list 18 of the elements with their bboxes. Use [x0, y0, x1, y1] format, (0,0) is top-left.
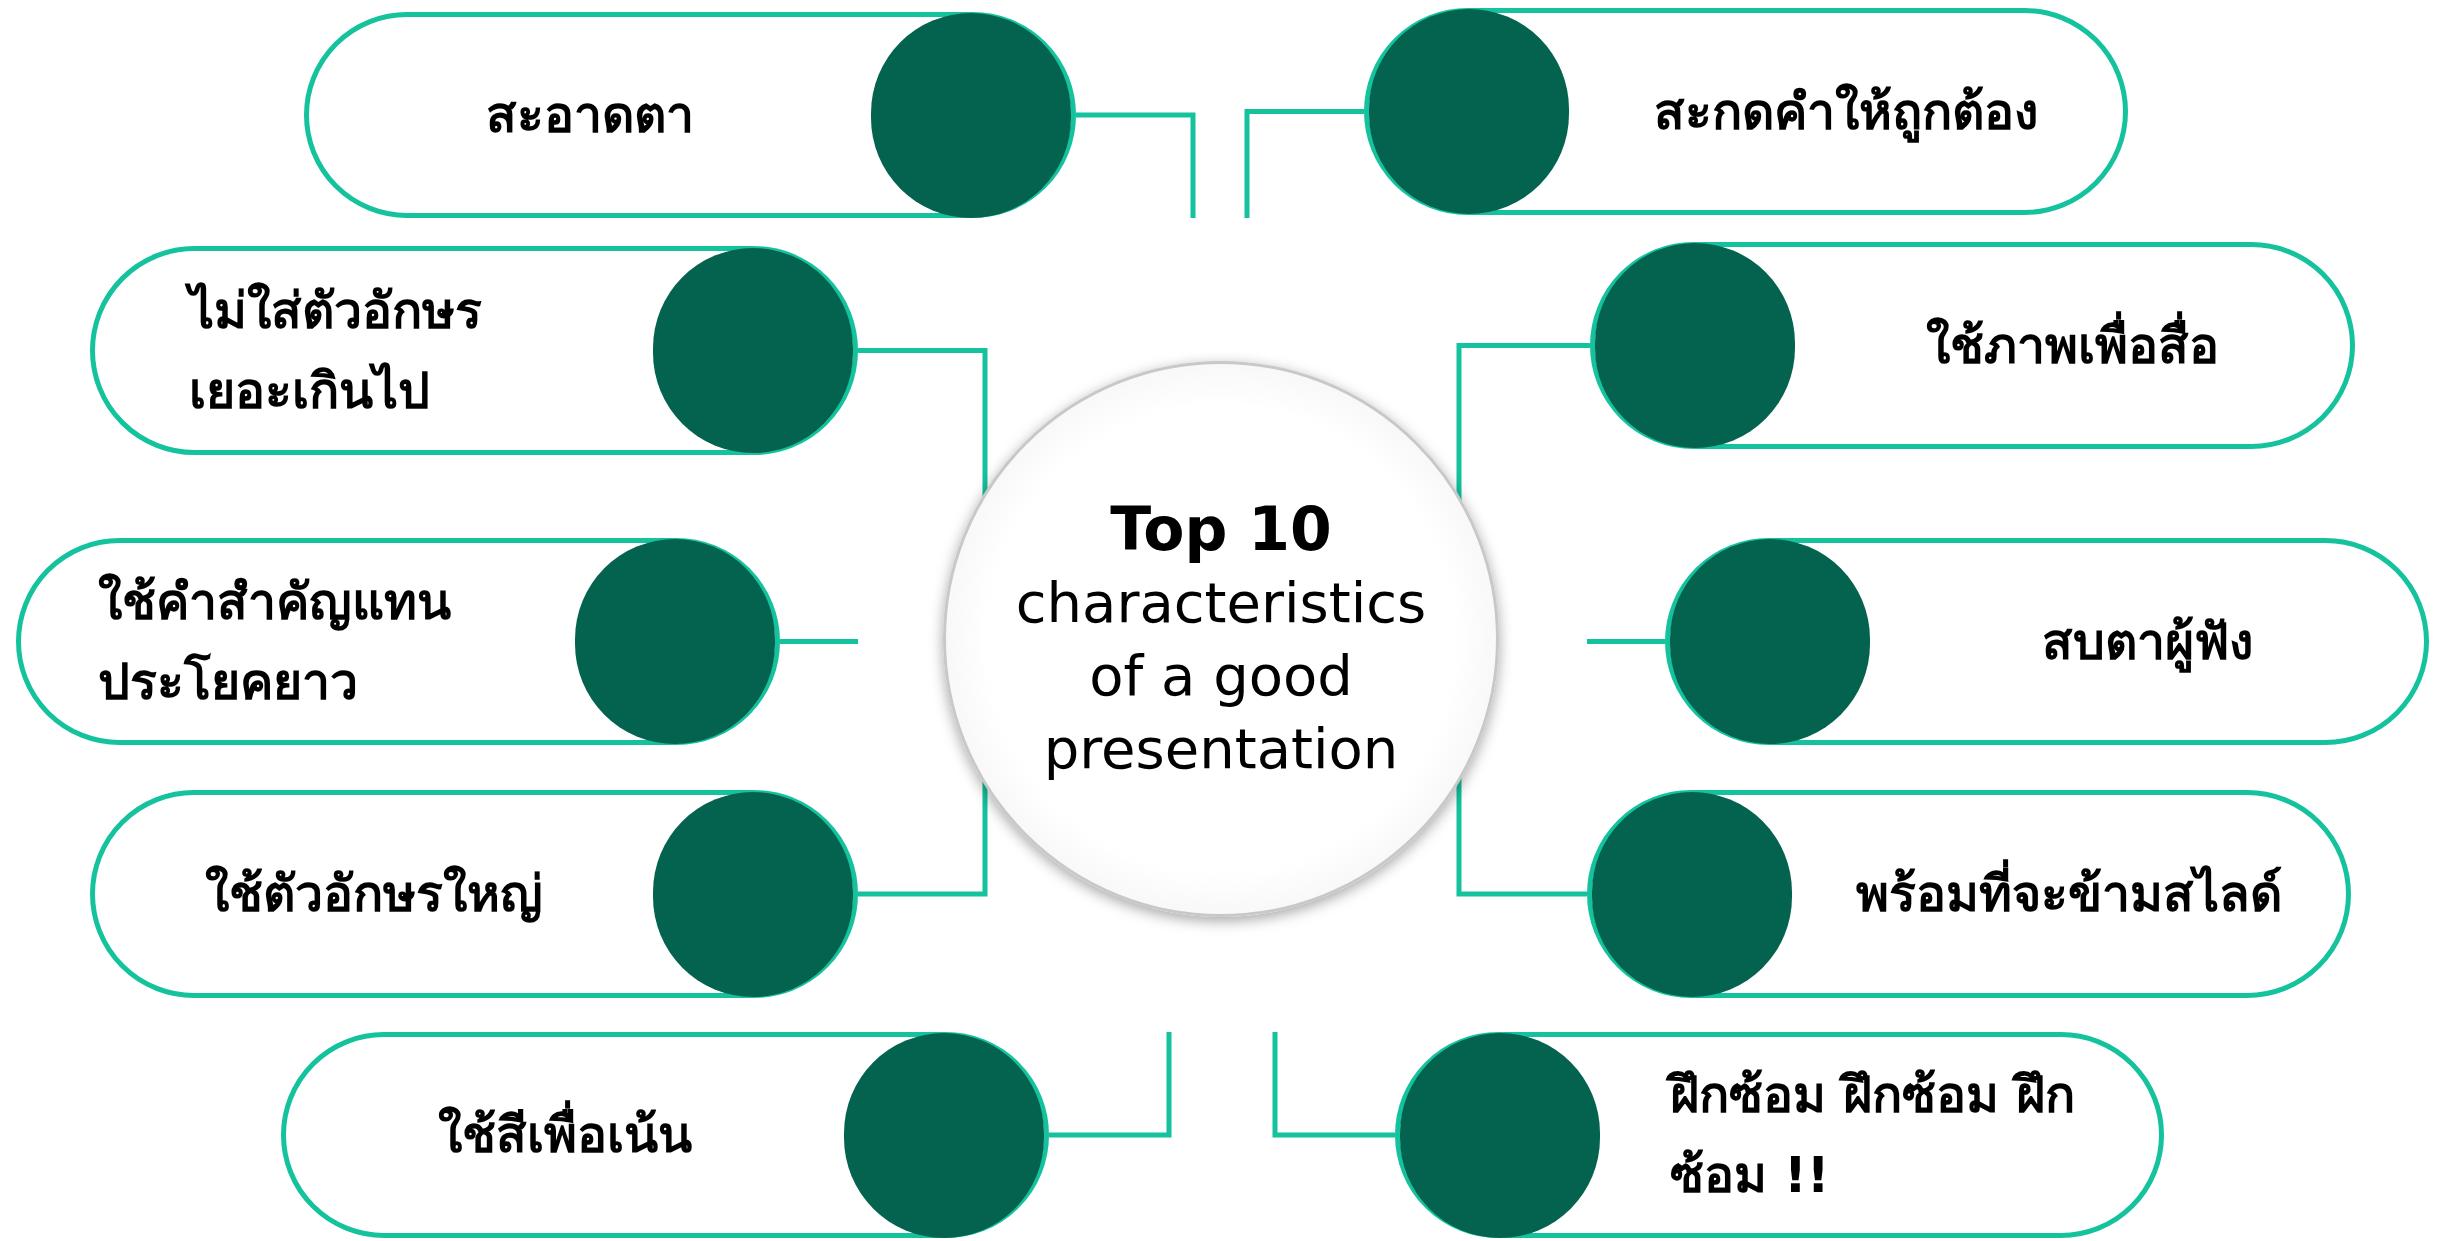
connector-line: [1456, 343, 1590, 361]
item-label: ใช้คำสำคัญแทนประโยคยาว: [98, 571, 452, 713]
connector-line: [1587, 639, 1665, 644]
connector-line: [780, 639, 858, 644]
connector-line: [1244, 109, 1364, 218]
item-label: ใช้ตัวอักษรใหญ่: [205, 864, 543, 925]
item-label: ใช้สีเพื่อเน้น: [438, 1095, 692, 1175]
connector-line: [1049, 1032, 1172, 1138]
item-label: สะกดคำให้ถูกต้อง: [1654, 81, 2038, 145]
connector-line: [858, 348, 988, 361]
center-text: characteristics of a good presentation: [1014, 569, 1428, 783]
center-heading: Top 10: [1110, 493, 1332, 567]
item-label: สะอาดตา: [486, 85, 694, 146]
connector-line: [1076, 112, 1196, 218]
item-label: พร้อมที่จะข้ามสไลด์: [1856, 854, 2282, 934]
connector-line: [1272, 1032, 1395, 1138]
item-label: สบตาผู้ฟัง: [2041, 611, 2253, 675]
item-label: ใช้ภาพเพื่อสื่อ: [1926, 305, 2219, 386]
